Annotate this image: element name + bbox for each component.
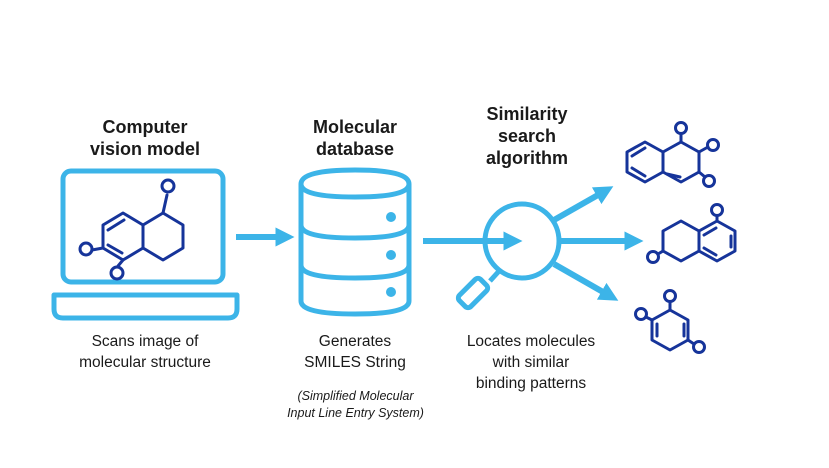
- stage-1-title: Computer vision model: [59, 116, 231, 160]
- stage-2-note-line-1: (Simplified Molecular: [297, 389, 414, 403]
- laptop-molecule-icon: [78, 178, 185, 281]
- magnifier-icon: [455, 201, 562, 311]
- stage-2-note-line-2: Input Line Entry System): [287, 406, 424, 420]
- stage-1-description: Scans image of molecular structure: [50, 331, 240, 373]
- stage-1-title-line-2: vision model: [89, 139, 201, 159]
- database-icon: [298, 167, 412, 317]
- stage-3-title-line-3: algorithm: [485, 148, 568, 168]
- stage-1-description-line-1: Scans image of: [91, 333, 199, 350]
- stage-2-title-line-2: database: [315, 139, 395, 159]
- stage-2-description-line-2: SMILES String: [304, 354, 406, 371]
- stage-3-title-line-2: search: [497, 126, 557, 146]
- stage-2-description: Generates SMILES String: [270, 331, 440, 373]
- stage-1-description-line-2: molecular structure: [79, 354, 211, 371]
- arrow-to-result-1: [552, 186, 614, 223]
- laptop-icon: [51, 168, 240, 321]
- stage-2-title: Molecular database: [280, 116, 430, 160]
- stage-3-title: Similarity search algorithm: [452, 103, 602, 169]
- arrow-to-result-3: [552, 261, 619, 301]
- stage-3-description-line-2: with similar: [492, 354, 570, 371]
- stage-1-title-line-1: Computer: [102, 117, 188, 137]
- stage-2-title-line-1: Molecular: [312, 117, 398, 137]
- stage-2-description-line-1: Generates: [318, 333, 392, 350]
- benzene-molecule-icon: [634, 289, 706, 354]
- naphthalene-molecule-icon: [625, 121, 720, 188]
- stage-3-description-line-3: binding patterns: [475, 375, 587, 392]
- stage-3-description-line-1: Locates molecules: [466, 333, 596, 350]
- chromane-molecule-icon: [646, 203, 737, 264]
- database-indicator-dots: [386, 212, 396, 297]
- stage-3-description: Locates molecules with similar binding p…: [446, 331, 616, 394]
- stage-3-title-line-1: Similarity: [486, 104, 568, 124]
- stage-2-note: (Simplified Molecular Input Line Entry S…: [268, 388, 443, 422]
